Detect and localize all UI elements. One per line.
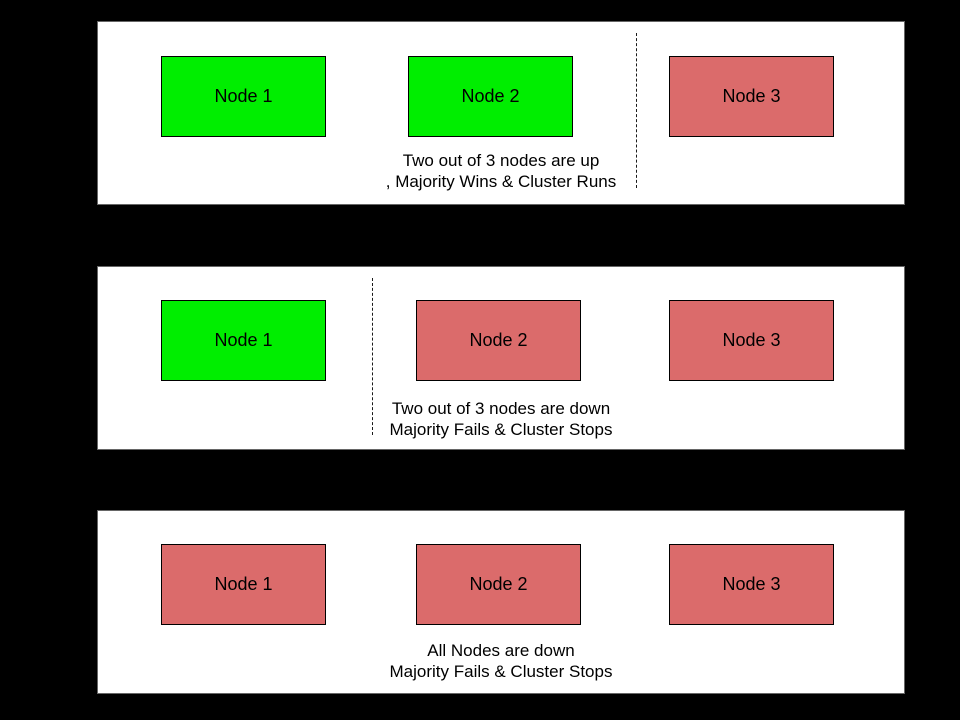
panel-caption: Two out of 3 nodes are down Majority Fai… (98, 398, 904, 440)
caption-line-1: Two out of 3 nodes are up (402, 151, 600, 170)
node-3-label: Node 3 (722, 86, 781, 106)
node-2-box: Node 2 (416, 544, 581, 625)
caption-line-2: Majority Fails & Cluster Stops (389, 662, 613, 681)
node-3-label: Node 3 (722, 330, 781, 350)
panel-caption: Two out of 3 nodes are up , Majority Win… (98, 150, 904, 192)
panel-all-nodes-down: Node 1 Node 2 Node 3 All Nodes are down … (97, 510, 905, 694)
panel-two-nodes-down: Node 1 Node 2 Node 3 Two out of 3 nodes … (97, 266, 905, 450)
node-2-box: Node 2 (416, 300, 581, 381)
node-2-box: Node 2 (408, 56, 573, 137)
node-1-box: Node 1 (161, 300, 326, 381)
caption-line-1: Two out of 3 nodes are down (391, 399, 611, 418)
quorum-divider-dashed-line (636, 33, 637, 188)
node-1-box: Node 1 (161, 544, 326, 625)
node-3-box: Node 3 (669, 300, 834, 381)
caption-line-2: Majority Fails & Cluster Stops (389, 420, 613, 439)
caption-line-1: All Nodes are down (427, 641, 575, 660)
node-2-label: Node 2 (469, 574, 528, 594)
node-1-label: Node 1 (214, 86, 273, 106)
node-2-label: Node 2 (469, 330, 528, 350)
node-1-label: Node 1 (214, 574, 273, 594)
quorum-divider-dashed-line (372, 278, 373, 435)
node-3-label: Node 3 (722, 574, 781, 594)
panel-two-nodes-up: Node 1 Node 2 Node 3 Two out of 3 nodes … (97, 21, 905, 205)
node-3-box: Node 3 (669, 56, 834, 137)
node-2-label: Node 2 (461, 86, 520, 106)
panel-caption: All Nodes are down Majority Fails & Clus… (98, 640, 904, 682)
caption-line-2: , Majority Wins & Cluster Runs (385, 172, 617, 191)
node-1-label: Node 1 (214, 330, 273, 350)
node-3-box: Node 3 (669, 544, 834, 625)
node-1-box: Node 1 (161, 56, 326, 137)
